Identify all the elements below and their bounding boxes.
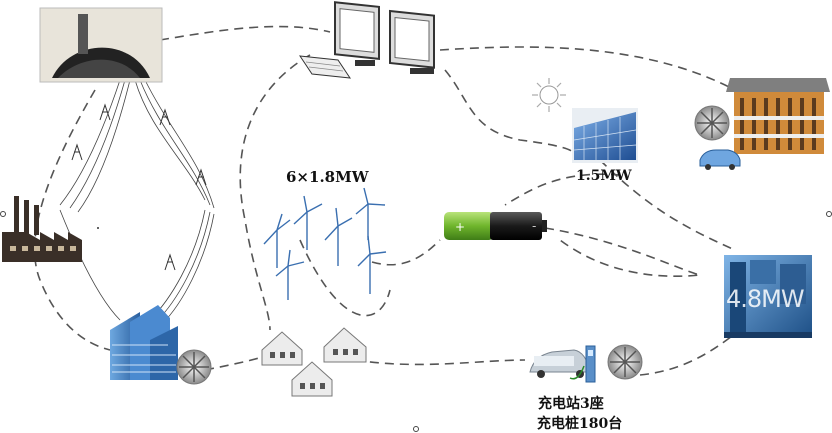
solar-capacity-label: 1.5MW [576, 168, 632, 184]
svg-text:+: + [455, 220, 465, 234]
residential-building-icon [726, 78, 830, 154]
electric-car-icon [699, 149, 741, 170]
wind-farm-capacity-label: 6×1.8MW [286, 168, 369, 186]
transmission-lines [59, 79, 215, 325]
solar-panel-icon [572, 108, 638, 163]
fan-icon-charging [607, 344, 643, 380]
charging-piles-label: 充电桩180台 [537, 416, 623, 432]
svg-text:-: - [532, 219, 536, 233]
charging-station-icon [529, 345, 596, 383]
houses-icon [261, 327, 367, 397]
charging-stations-label: 充电站3座 [538, 396, 604, 412]
diesel-generator-capacity-label: 4.8MW [726, 285, 805, 313]
battery-icon: + - [444, 212, 547, 240]
transmission-towers [71, 103, 207, 271]
power-plant-photo-icon [39, 7, 163, 83]
diesel-generator-icon [724, 255, 812, 338]
fan-icon-house [694, 105, 730, 141]
sun-icon [532, 78, 566, 112]
factory-icon [2, 196, 82, 262]
office-buildings-icon [110, 305, 178, 380]
wind-turbines-icon [263, 187, 387, 300]
fan-icon-offices [176, 349, 212, 385]
computer-workstations-icon [298, 1, 435, 79]
